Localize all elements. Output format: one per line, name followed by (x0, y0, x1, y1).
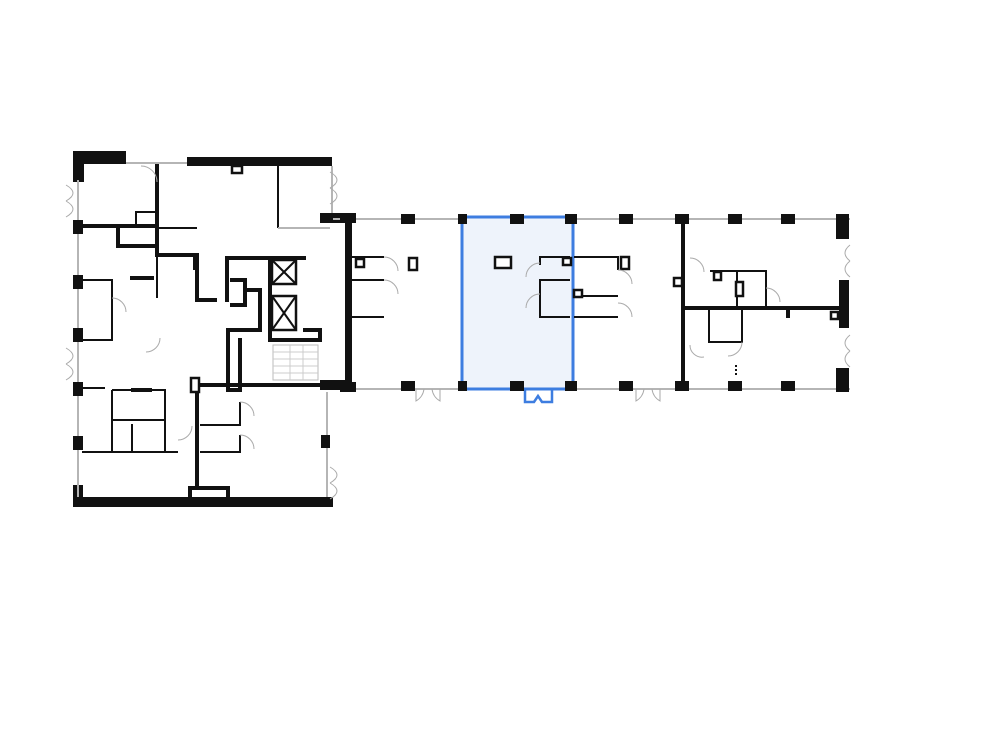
columns (401, 214, 849, 392)
top-wall (187, 157, 332, 166)
stair (272, 344, 319, 381)
core (198, 256, 350, 392)
selected-unit-entrance[interactable] (523, 389, 554, 404)
bottom-wall (73, 497, 333, 507)
party-wall (345, 215, 352, 391)
left-wing (65, 151, 350, 507)
selected-unit[interactable] (460, 215, 575, 391)
left-facade-columns (73, 220, 83, 450)
middle-wing (333, 213, 851, 404)
corner-wall-top-left (73, 151, 126, 182)
door-swings (65, 165, 338, 500)
